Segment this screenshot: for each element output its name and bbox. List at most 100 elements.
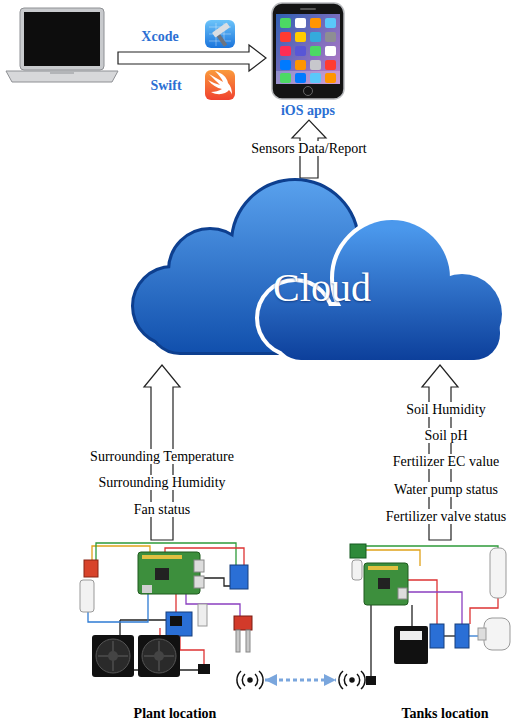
plant-circuit-part [230,565,248,589]
plant-circuit-part [142,555,182,559]
location-label: Plant location [134,706,217,721]
location-label-holder: Tanks location [401,706,488,722]
location-label: Tanks location [401,706,488,721]
phone-part [280,73,291,83]
phone-part [276,14,340,84]
tanks-circuit-part [398,588,407,599]
swift-icon-part [208,71,232,95]
data-item-label: Fertilizer valve status [384,509,509,524]
tanks-wires-part [408,592,462,624]
laptop-part [6,71,118,82]
cloud-label: Cloud [273,265,371,310]
phone-part [295,46,306,56]
antenna-symbol [237,671,263,689]
antenna-symbol [339,671,365,689]
phone-part [310,60,321,70]
cloud-node: Cloud [110,178,512,365]
plant-circuit-part [194,576,204,588]
tool-label-holder: Swift [150,78,181,94]
plant-circuit-part [92,635,134,677]
plant-circuit-part [142,585,152,593]
phone-part [276,71,340,84]
data-item-label: Fertilizer EC value [391,454,502,469]
plant-circuit-part [108,651,118,661]
plant-circuit-part [144,641,174,671]
antenna-symbol-part [350,678,354,682]
build-arrow [118,45,266,71]
laptop [6,8,118,82]
plant-circuit-part [155,568,169,580]
swift-icon [205,70,235,100]
tanks-wires-part [444,635,455,636]
plant-circuit-part [194,560,204,572]
tanks-circuit-part [394,626,428,664]
phone-part [295,60,306,70]
tanks-circuit-part [364,563,408,605]
plant-circuit-part [98,641,128,671]
plant-circuit-part [198,664,210,674]
tanks-circuit-part [430,624,444,648]
tanks-circuit-part [400,631,422,640]
tanks-circuit-part [378,578,390,589]
plant-circuit-part [234,616,252,630]
laptop-part [24,12,100,66]
circuit-node: Tanks location [336,540,512,724]
phone-part [325,18,336,28]
tanks-circuit-part [352,560,362,580]
wireless-link [265,679,336,682]
tanks-circuit-part [350,544,366,558]
tanks-circuit-part [368,566,398,570]
data-item-label: Soil Humidity [404,402,488,417]
cloud-edge [259,220,502,360]
edge-label-holder: Sensors Data/Report [249,141,368,157]
phone-part [325,60,336,70]
data-item-label: Surrounding Temperature [88,449,236,464]
build-arrow-part [118,45,266,71]
data-item-label-holder: Water pump status [392,482,500,498]
laptop-part [50,71,74,74]
xcode-icon [205,20,235,48]
tanks-circuit-part [484,618,510,650]
data-item-label-holder: Surrounding Temperature [88,449,236,465]
plant-circuit-part [96,639,130,673]
phone-node: iOS apps [266,2,350,120]
data-item-label-holder: Fan status [132,502,192,518]
phone-part [304,87,313,96]
connectors [144,120,458,680]
location-label-holder: Plant location [134,706,217,722]
plant-wires-part [175,594,176,612]
phone-part [280,32,291,42]
swift-icon-part [205,70,235,100]
plant-circuit-part [246,630,250,652]
edge-label: Sensors Data/Report [249,141,368,156]
plant-circuit-part [142,639,176,673]
data-item-label: Soil pH [422,428,469,443]
data-item-label-holder: Fertilizer EC value [391,454,502,470]
plant-circuit-part [166,612,192,636]
plant-circuit-part [198,604,207,626]
plant-wires-part [186,594,240,616]
laptop-part [20,8,104,70]
phone-part [280,60,291,70]
data-item-label-holder: Surrounding Humidity [96,475,227,491]
plant-circuit-part [170,616,182,626]
antenna-symbol-part [248,678,252,682]
cloud-label-holder: Cloud [273,265,371,311]
tanks-wires-part [362,544,498,548]
tanks-circuit [350,544,510,685]
plant-circuit-part [80,580,94,612]
cloud-base [275,306,500,360]
plant-circuit-part [138,635,180,677]
data-item-label-holder: Soil Humidity [404,402,488,418]
app-label-holder: iOS apps [281,103,335,119]
circuit-node: Plant location [75,540,265,724]
phone-part [280,46,291,56]
data-item-label: Water pump status [392,482,500,497]
phone-part [295,18,306,28]
tanks-wires-part [370,605,371,676]
plant-wires-part [159,628,160,635]
tool-label-holder: Xcode [141,29,178,45]
tanks-circuit-part [366,676,376,685]
phone-part [295,32,306,42]
tanks-circuit-part [455,624,469,648]
